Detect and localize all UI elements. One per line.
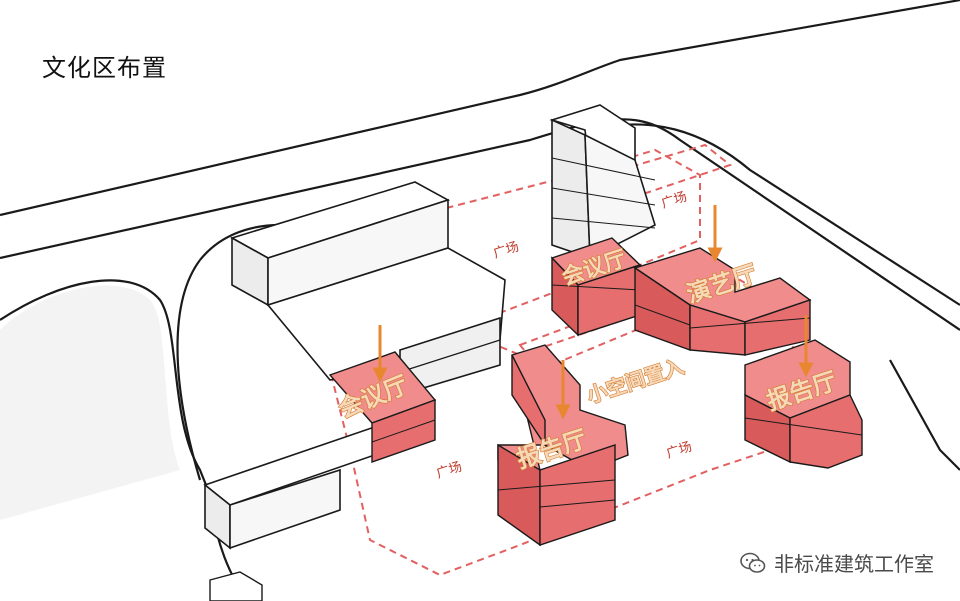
existing-building-north: [229, 181, 451, 307]
conference-hall-north-block: [550, 237, 642, 337]
existing-bar-building: [203, 419, 420, 550]
wechat-icon: [740, 552, 766, 573]
conference-hall-west-block: [328, 351, 437, 463]
watermark-text: 非标准建筑工作室: [774, 552, 934, 576]
existing-small-building: [209, 571, 263, 601]
lawn-area: [0, 285, 180, 520]
existing-tower: [549, 104, 656, 260]
existing-building-west: [266, 247, 506, 397]
insertion-arrows: [372, 205, 814, 420]
label-plaza-southwest: 广场: [435, 459, 464, 481]
label-plaza-southeast: 广场: [665, 439, 694, 461]
label-plaza-north: 广场: [492, 239, 521, 261]
lecture-hall-east-block: [744, 339, 863, 469]
label-small-space: 小空间置入: [584, 354, 687, 408]
label-plaza-northeast: 广场: [660, 189, 689, 211]
watermark: 非标准建筑工作室: [740, 548, 934, 577]
performance-hall-block: [633, 247, 812, 356]
page-title: 文化区布置: [42, 54, 167, 82]
